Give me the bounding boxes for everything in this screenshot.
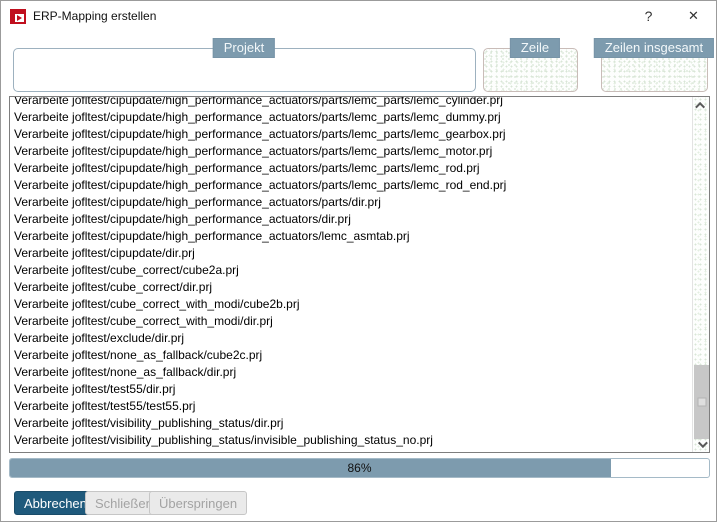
log-line: Verarbeite jofltest/cipupdate/high_perfo… xyxy=(14,144,493,158)
log-lines: Verarbeite jofltest/cipupdate/high_perfo… xyxy=(10,96,692,449)
log-line: Verarbeite jofltest/test55/test55.prj xyxy=(14,399,196,413)
projekt-label: Projekt xyxy=(212,38,276,58)
log-line: Verarbeite jofltest/cipupdate/high_perfo… xyxy=(14,178,507,192)
scrollbar-thumb[interactable] xyxy=(694,365,709,439)
log-line: Verarbeite jofltest/cube_correct_with_mo… xyxy=(14,314,273,328)
scrollbar-grip-icon xyxy=(697,397,706,407)
log-line: Verarbeite jofltest/cipupdate/high_perfo… xyxy=(14,110,501,124)
close-button[interactable]: ✕ xyxy=(671,1,716,31)
log-line: Verarbeite jofltest/cube_correct/dir.prj xyxy=(14,280,213,294)
zeile-label: Zeile xyxy=(509,38,561,58)
help-button[interactable]: ? xyxy=(626,1,671,31)
log-line: Verarbeite jofltest/cube_correct_with_mo… xyxy=(14,297,300,311)
scroll-up-icon[interactable] xyxy=(693,97,709,113)
log-line: Verarbeite jofltest/cipupdate/high_perfo… xyxy=(14,212,351,226)
progress-percent: 86% xyxy=(347,461,372,475)
log-line: Verarbeite jofltest/test55/dir.prj xyxy=(14,382,176,396)
zeilen-insgesamt-label: Zeilen insgesamt xyxy=(593,38,715,58)
log-line: Verarbeite jofltest/cipupdate/high_perfo… xyxy=(14,161,480,175)
log-line: Verarbeite jofltest/cipupdate/high_perfo… xyxy=(14,229,410,243)
log-line: Verarbeite jofltest/none_as_fallback/dir… xyxy=(14,365,237,379)
vertical-scrollbar[interactable] xyxy=(692,97,709,452)
log-list[interactable]: Verarbeite jofltest/cipupdate/high_perfo… xyxy=(9,96,710,453)
progress-fill xyxy=(10,459,612,477)
log-line: Verarbeite jofltest/visibility_publishin… xyxy=(14,433,433,447)
log-line: Verarbeite jofltest/cipupdate/high_perfo… xyxy=(14,96,503,107)
log-line: Verarbeite jofltest/exclude/dir.prj xyxy=(14,331,185,345)
ueberspringen-button: Überspringen xyxy=(149,491,248,515)
log-line: Verarbeite jofltest/cube_correct/cube2a.… xyxy=(14,263,239,277)
abbrechen-button[interactable]: Abbrechen xyxy=(14,491,97,515)
log-line: Verarbeite jofltest/cipupdate/high_perfo… xyxy=(14,127,506,141)
window-title: ERP-Mapping erstellen xyxy=(33,9,157,23)
progress-bar: 86% xyxy=(9,458,710,478)
log-line: Verarbeite jofltest/cipupdate/dir.prj xyxy=(14,246,195,260)
scroll-down-icon[interactable] xyxy=(693,436,709,452)
titlebar[interactable]: ERP-Mapping erstellen ? ✕ xyxy=(1,1,716,31)
app-icon xyxy=(10,8,26,24)
log-line: Verarbeite jofltest/cipupdate/high_perfo… xyxy=(14,195,381,209)
log-line: Verarbeite jofltest/none_as_fallback/cub… xyxy=(14,348,263,362)
log-line: Verarbeite jofltest/visibility_publishin… xyxy=(14,416,284,430)
